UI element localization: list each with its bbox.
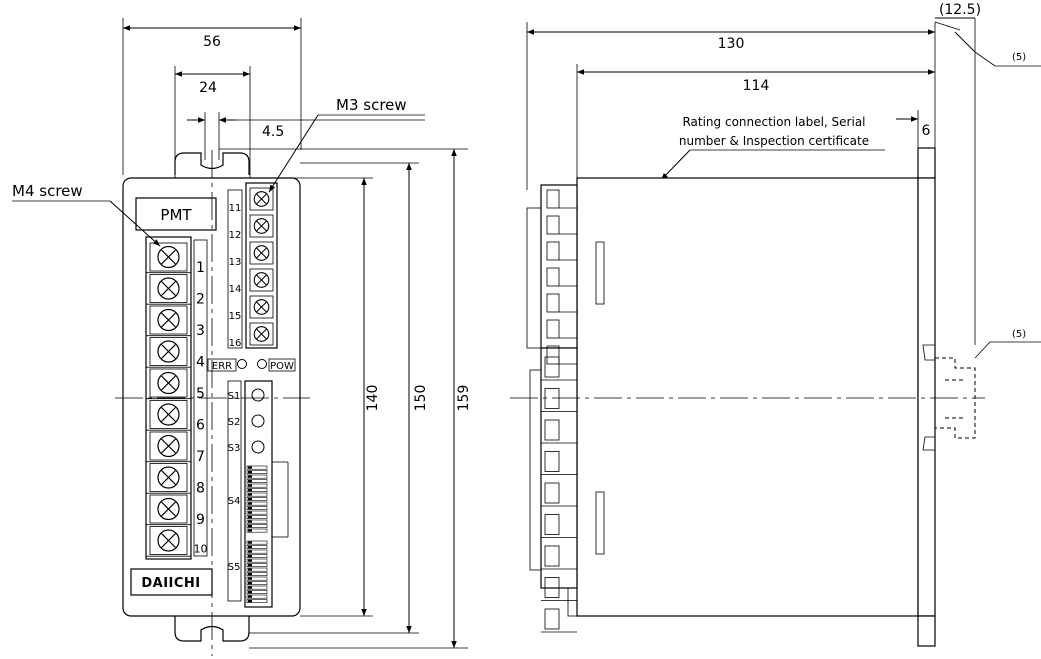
terminal-screw-icon [157,403,180,426]
left-terminal-number: 4 [196,355,205,371]
logo-plate [130,568,213,596]
dim-five-top: (5) [1012,52,1026,63]
front-view: 56 24 4.5 140 150 159 PMT [12,18,472,656]
dim-terminal-pitch: 24 [199,80,217,96]
switch-label: S2 [228,417,241,428]
err-label: ERR [212,361,232,372]
right-terminal-block [245,182,278,349]
switch-s1-icon [251,388,265,402]
right-terminal-number: 14 [229,284,242,295]
right-terminal-number: 15 [229,311,242,322]
terminal-screw-icon [253,218,270,234]
switch-label: S3 [228,443,241,454]
dim-height-159: 159 [456,385,472,412]
label-note-line2: number & Inspection certificate [679,134,869,148]
terminal-screw-icon [157,529,180,552]
right-terminal-number: 13 [229,257,242,268]
side-body [576,177,919,617]
label-note-line1: Rating connection label, Serial [682,115,865,129]
left-terminal-number: 5 [196,386,205,402]
dim-small-gap: 4.5 [262,124,284,140]
side-terminal-fins [526,184,578,633]
left-terminal-numbers: 1 2 3 4 5 6 7 8 9 10 [194,260,208,556]
terminal-screw-icon [253,191,270,207]
left-terminal-number: 7 [196,449,205,465]
terminal-screw-icon [157,434,180,458]
terminal-screw-icon [157,497,180,521]
terminal-screw-icon [157,308,180,332]
dim-inner-depth: 114 [743,78,770,94]
pmt-label: PMT [160,206,192,224]
pow-label: POW [270,361,294,372]
terminal-screw-icon [253,245,270,261]
terminal-screw-icon [157,245,180,269]
dip-switch-s5 [246,540,268,604]
right-terminal-number: 16 [229,338,242,349]
terminal-screw-icon [253,326,270,342]
s5-label: S5 [228,562,241,573]
switch-s2-icon [251,414,265,428]
dim-five-mid: (5) [1012,329,1026,340]
terminal-screw-icon [253,272,270,288]
switch-label: S1 [228,391,241,402]
pmt-plate [135,197,217,231]
m3-screw-label: M3 screw [336,96,407,114]
err-led-icon [237,359,247,369]
left-terminal-number: 2 [196,292,205,308]
terminal-screw-icon [157,277,180,300]
dim-height-150: 150 [413,385,429,412]
left-terminal-number: 9 [196,512,205,528]
terminal-screw-icon [253,299,270,315]
right-terminal-number: 12 [229,230,242,241]
terminal-screw-icon [157,371,180,395]
left-terminal-number: 1 [196,260,205,276]
left-terminal-screws [146,242,191,557]
left-terminal-number: 10 [194,543,208,556]
dip-switch-s4 [246,465,268,533]
pow-led-icon [257,359,267,369]
left-terminal-number: 3 [196,323,205,339]
side-view: 130 114 (12.5) (5) 6 Rating connection l… [510,2,1041,647]
right-terminal-numbers: 11 12 13 14 15 16 [229,203,242,349]
m4-screw-label: M4 screw [12,182,83,200]
right-terminal-screws [249,187,274,346]
dim-depth: 130 [718,36,745,52]
terminal-screw-icon [157,466,180,489]
right-terminal-number: 11 [229,203,242,214]
left-terminal-number: 6 [196,418,205,434]
switch-s3-icon [251,440,265,454]
dim-six: 6 [922,123,931,139]
dim-rail: (12.5) [939,2,981,18]
dim-height-140: 140 [365,385,381,412]
terminal-screw-icon [157,340,180,363]
dim-width: 56 [203,34,221,50]
brand-logo: DAIICHI [141,576,200,591]
left-terminal-number: 8 [196,481,205,497]
s4-label: S4 [228,496,241,507]
